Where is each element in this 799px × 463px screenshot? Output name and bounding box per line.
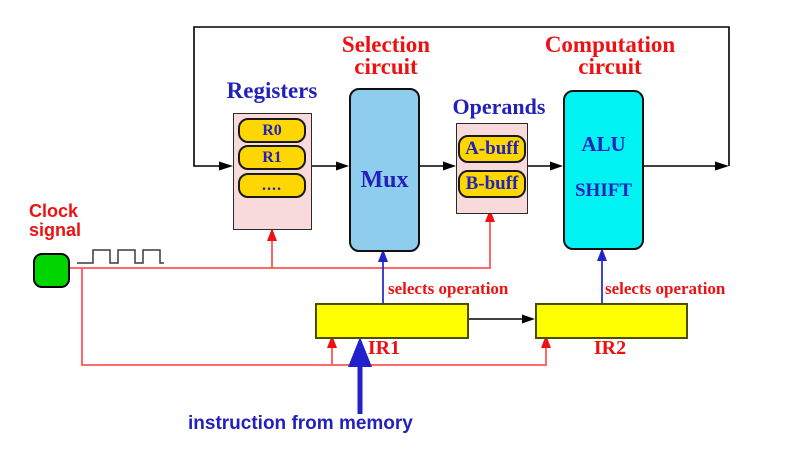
datapath-arrows	[310, 165, 553, 320]
clock-signal-arrowheads	[267, 209, 551, 348]
title-computation-circuit: Computation circuit	[535, 32, 685, 79]
clock-line-to-ir2	[81, 268, 547, 366]
alu-label: ALU	[581, 132, 626, 156]
ir1-label: IR1	[367, 337, 401, 359]
feedback-loop-arrowheads	[219, 161, 729, 171]
instruction-from-memory-label: instruction from memory	[188, 413, 413, 434]
alu-box: ALU SHIFT	[563, 90, 644, 250]
title-selection-circuit: Selection circuit	[316, 32, 456, 79]
ir1-box	[315, 303, 469, 339]
operand-cell-b-buff: B-buff	[458, 170, 526, 198]
selects-operation-left-label: selects operation	[388, 279, 509, 298]
mux-label: Mux	[360, 167, 409, 193]
datapath-arrowheads	[336, 161, 563, 324]
ir2-label: IR2	[593, 337, 627, 359]
clock-box	[33, 253, 70, 288]
operand-cell-a-buff: A-buff	[458, 135, 526, 163]
clock-line-to-operands	[68, 214, 491, 269]
register-cell-r0: R0	[238, 118, 306, 143]
registers-box: R0 R1 ....	[233, 113, 312, 230]
clock-label-line1: Clock	[29, 201, 79, 221]
clock-waveform	[77, 249, 164, 264]
title-computation-line1: Computation	[544, 32, 676, 57]
ir2-box	[535, 303, 688, 339]
feedback-loop-line	[193, 26, 730, 167]
shift-label: SHIFT	[574, 180, 633, 201]
selects-operation-right-label: selects operation	[605, 279, 726, 298]
mux-box: Mux	[349, 88, 420, 252]
operands-label: Operands	[452, 94, 546, 119]
register-cell-r1: R1	[238, 145, 306, 170]
instruction-arrow	[348, 337, 372, 414]
title-selection-line2: circuit	[354, 54, 418, 79]
register-cell-dots: ....	[238, 173, 306, 198]
registers-label: Registers	[226, 78, 318, 103]
clock-signal-label: Clock signal	[29, 202, 81, 240]
operands-box: A-buff B-buff	[456, 123, 528, 214]
title-computation-line2: circuit	[578, 54, 642, 79]
title-selection-line1: Selection	[341, 32, 431, 57]
select-line-arrowheads	[378, 248, 607, 262]
select-lines	[382, 259, 603, 303]
clock-label-line2: signal	[29, 220, 82, 240]
